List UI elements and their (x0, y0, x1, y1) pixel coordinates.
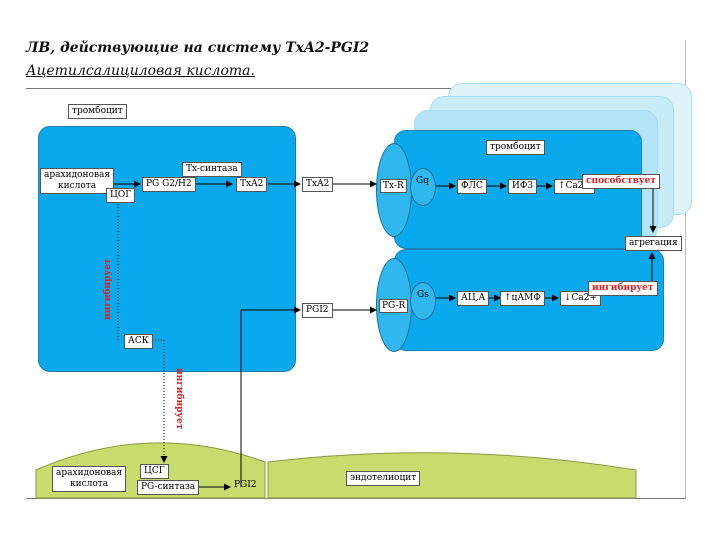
pgg2-h2: PG G2/H2 (142, 177, 196, 192)
inhibits-right-label: ингибирует (588, 281, 658, 296)
tx-r-label: Tx-R (380, 179, 407, 193)
ac-label: АЦ,А (457, 291, 490, 306)
pgi2-bottom: PGI2 (234, 480, 257, 490)
tx-synthase: Tx-синтаза (182, 162, 242, 177)
gs-label: Gs (417, 290, 429, 300)
txa2-inside: TxA2 (236, 177, 268, 192)
slide-title: ЛВ, действующие на систему TxA2-PGI2 (26, 40, 370, 56)
inhibits-vertical-mid: ингибирует (174, 368, 184, 430)
txa2-released: TxA2 (302, 177, 334, 192)
thrombocyte-label-left: тромбоцит (68, 104, 127, 119)
gq-label: Gq (416, 176, 429, 186)
endothelium-label: эндотелиоцит (346, 471, 421, 486)
pgi2-released: PGI2 (302, 303, 333, 318)
pg-synthase: PG-синтаза (137, 480, 200, 495)
arachidonic-acid-bottom: арахидоновая кислота (52, 466, 127, 492)
pg-r-label: PG-R (379, 299, 409, 313)
arachidonic-acid-top: арахидоновая кислота (40, 168, 115, 194)
promotes-label: способствует (582, 174, 660, 189)
ask-drug: АСК (124, 334, 153, 349)
csg-enzyme: ЦСГ (140, 464, 169, 479)
thrombocyte-label-right: тромбоцит (486, 140, 545, 155)
if3-label: ИФ3 (508, 179, 538, 194)
camp-label: ↑цАМФ (500, 291, 545, 306)
frame-line-right (685, 40, 686, 498)
gq-protein (410, 168, 436, 206)
frame-line-top (26, 88, 686, 89)
inhibits-vertical-left: ингибирует (103, 258, 113, 321)
aggregation-label: агрегация (625, 236, 682, 251)
cog-enzyme: ЦОГ (106, 188, 136, 203)
slide-subtitle: Ацетилсалициловая кислота. (26, 63, 255, 79)
fls-label: ФЛС (457, 179, 487, 194)
gs-protein (410, 282, 436, 320)
left-thrombocyte-cell (38, 126, 296, 372)
